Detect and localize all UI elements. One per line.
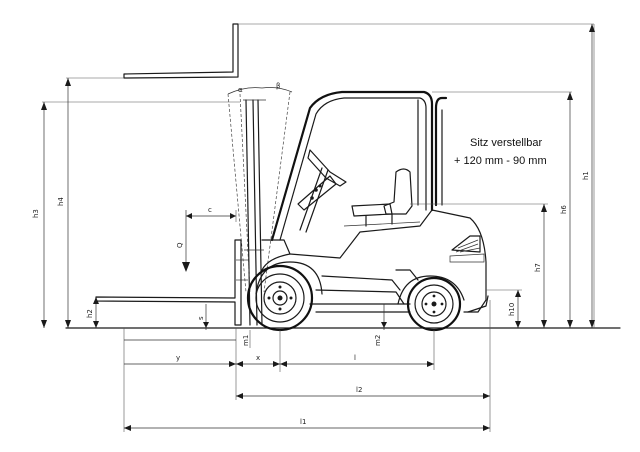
label-y: y [176, 354, 180, 362]
mast [243, 99, 266, 326]
label-x: x [256, 354, 260, 362]
left-vertical-dimensions [41, 77, 240, 330]
label-h7: h7 [534, 263, 542, 272]
raised-fork [123, 23, 239, 79]
label-h1: h1 [582, 171, 590, 180]
label-m1: m1 [242, 335, 250, 346]
label-l: l [354, 354, 356, 362]
label-h6: h6 [560, 205, 568, 214]
seat-adjustment-note: Sitz verstellbar + 120 mm - 90 mm [454, 137, 547, 167]
label-h3: h3 [32, 209, 40, 218]
overhead-guard [270, 90, 434, 242]
label-l2: l2 [356, 386, 362, 394]
label-beta: β [276, 82, 280, 90]
truck-body [261, 209, 489, 313]
dimension-labels: h3 h4 h2 s c Q α β m1 m2 h1 h6 h7 h10 y … [32, 82, 590, 426]
tilt-angle-lines [227, 87, 293, 293]
right-vertical-dimensions [381, 24, 595, 330]
label-m2: m2 [374, 335, 382, 346]
rear-wheel [397, 275, 465, 332]
label-Q: Q [176, 242, 184, 248]
bottom-horizontal-dimensions [123, 300, 491, 432]
label-h2: h2 [86, 309, 94, 318]
label-h4: h4 [57, 197, 65, 206]
exhaust-pipe [434, 96, 448, 207]
load-center-marker [182, 210, 237, 272]
note-line-1: Sitz verstellbar [470, 137, 542, 149]
label-l1: l1 [300, 418, 306, 426]
front-wheel [246, 261, 323, 332]
seat [343, 168, 421, 227]
label-c: c [208, 206, 212, 214]
label-s: s [197, 316, 205, 320]
steering-wheel [297, 149, 347, 233]
note-line-2: + 120 mm - 90 mm [454, 155, 547, 167]
label-alpha: α [238, 86, 243, 94]
lower-fork [95, 239, 248, 326]
counterweight-grille [449, 235, 485, 263]
label-h10: h10 [508, 303, 516, 316]
